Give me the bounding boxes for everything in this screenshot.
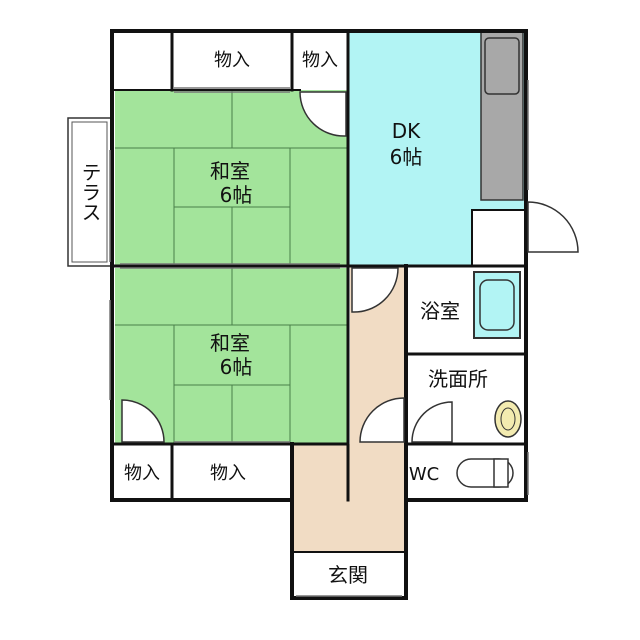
washitsu-upper-label-2: 6帖 [220, 183, 253, 207]
washitsu-upper-label-1: 和室 [210, 159, 250, 183]
door-dk-exterior [527, 201, 579, 253]
tatami-lines [115, 90, 348, 444]
dk-label-1: DK [392, 119, 421, 143]
basin-icon [494, 400, 522, 438]
door-lower-room [121, 399, 165, 443]
toilet-icon [456, 458, 514, 488]
door-closet-top [299, 91, 347, 137]
storage-nook [472, 210, 524, 266]
sink-icon [484, 37, 520, 95]
bathtub [473, 271, 521, 339]
door-wash-inner [411, 401, 453, 443]
counter-icon [480, 31, 524, 201]
closet-bottom-1-label: 物入 [124, 463, 160, 484]
hall-floor [292, 444, 352, 552]
door-corridor [351, 267, 399, 313]
door-wash [359, 397, 405, 443]
closet-bottom-2-label: 物入 [210, 463, 246, 484]
terrace-label: テラス [78, 162, 102, 222]
wc-label: WC [409, 464, 439, 485]
bath-label: 浴室 [420, 299, 460, 323]
toilet [456, 458, 514, 488]
doors [121, 91, 579, 443]
washitsu-lower-label-1: 和室 [210, 331, 250, 355]
closet-top-2-label: 物入 [302, 50, 338, 71]
bathtub-icon [473, 271, 521, 339]
kitchen-counter [480, 31, 524, 201]
washroom-label: 洗面所 [428, 367, 488, 391]
labels: 物入 物入 DK 6帖 和室 6帖 テラス 浴室 和室 6帖 洗面所 物入 物入… [78, 50, 488, 587]
wash-basin [494, 400, 522, 438]
walls [110, 29, 528, 600]
closet-top-1-label: 物入 [214, 50, 250, 71]
entrance-label: 玄関 [328, 563, 368, 587]
washitsu-lower-label-2: 6帖 [220, 355, 253, 379]
windows [109, 80, 529, 597]
dk-label-2: 6帖 [390, 145, 423, 169]
